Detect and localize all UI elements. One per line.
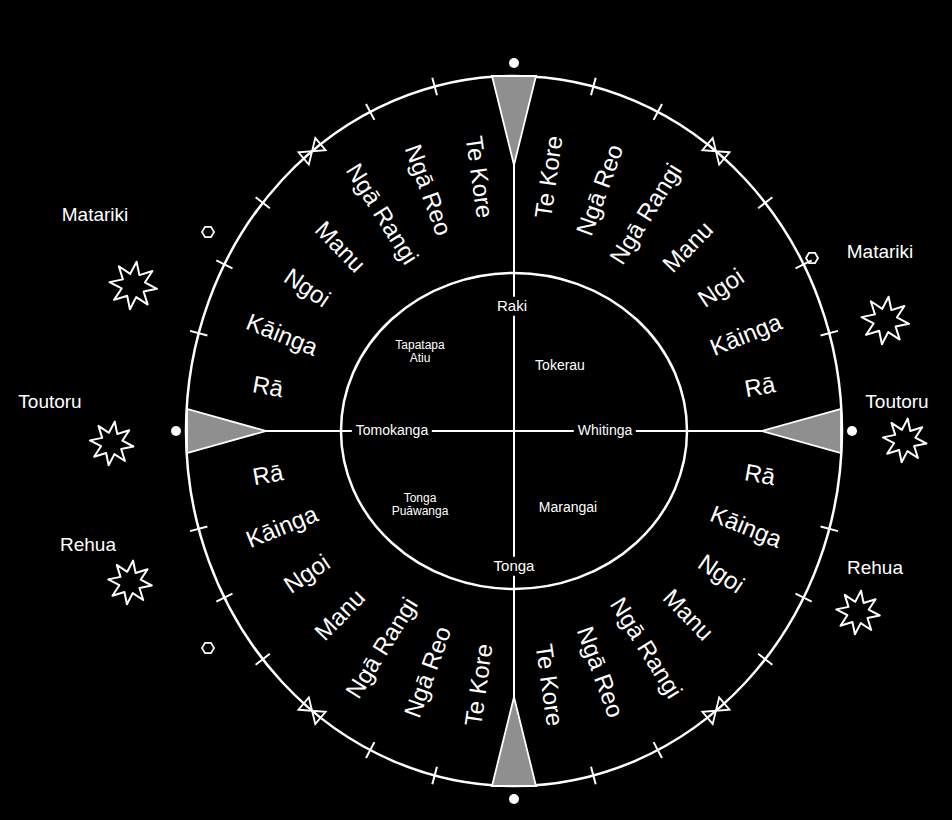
star-name: Rehua xyxy=(847,558,903,579)
house-name: Ngā Reo xyxy=(400,623,457,721)
house-tick xyxy=(796,260,812,268)
bowtie-mark xyxy=(298,698,325,724)
compass-dot xyxy=(171,426,181,436)
east-west-line xyxy=(186,430,842,432)
star-marker: Toutoru xyxy=(865,392,930,465)
direction-label: Tokerau xyxy=(531,357,589,374)
house-name: Kāinga xyxy=(243,501,322,553)
house-name: Ngoi xyxy=(279,549,335,598)
outer-ring-ellipse xyxy=(186,76,842,786)
house-tick xyxy=(366,104,374,120)
house-tick xyxy=(190,331,207,336)
direction-label: Raki xyxy=(493,297,531,316)
bowtie-mark xyxy=(298,138,325,164)
house-name: Te Kore xyxy=(530,135,568,221)
cardinal-wedge xyxy=(492,76,536,165)
house-tick xyxy=(366,742,374,758)
star-symbol xyxy=(836,590,880,634)
star-symbol xyxy=(108,560,152,604)
house-name: Rā xyxy=(250,460,285,491)
star-symbol xyxy=(109,261,157,309)
star-marker: Matariki xyxy=(62,205,160,312)
house-name: Ngā Reo xyxy=(400,141,457,239)
house-name: Ngā Reo xyxy=(571,141,628,239)
house-tick xyxy=(432,78,437,95)
house-name: Te Kore xyxy=(460,642,498,728)
house-name: Manu xyxy=(310,584,371,646)
house-tick xyxy=(821,331,838,336)
house-tick xyxy=(821,527,838,532)
house-name: Ngoi xyxy=(693,263,749,312)
inner-circle-ellipse xyxy=(341,273,687,589)
house-name: Manu xyxy=(657,584,718,646)
house-tick xyxy=(256,197,270,208)
cardinal-wedge xyxy=(762,409,841,453)
house-tick xyxy=(591,78,596,95)
star-symbol xyxy=(883,418,927,462)
house-tick xyxy=(432,767,437,784)
star-name: Matariki xyxy=(847,242,914,263)
compass-dot xyxy=(509,794,519,804)
house-name: Kāinga xyxy=(706,501,785,553)
house-tick xyxy=(654,104,662,120)
house-name: Rā xyxy=(250,371,285,402)
cardinal-wedge xyxy=(492,697,536,786)
outer-ring-outline xyxy=(186,76,842,786)
house-name: Ngā Reo xyxy=(571,623,628,721)
house-name: Rā xyxy=(743,460,778,491)
house-tick xyxy=(256,654,270,665)
house-name: Kāinga xyxy=(706,309,785,361)
house-name: Manu xyxy=(310,216,371,278)
direction-label: Tonga xyxy=(490,557,539,576)
house-tick xyxy=(758,197,772,208)
house-tick xyxy=(758,654,772,665)
star-marker: Rehua xyxy=(833,558,903,637)
house-tick xyxy=(216,260,232,268)
house-name: Ngoi xyxy=(693,549,749,598)
inner-circle: RakiTapatapa AtiuTokerauTomokanga Whiting… xyxy=(341,273,687,589)
house-name: Te Kore xyxy=(530,642,568,728)
cardinal-wedge xyxy=(187,409,266,453)
direction-label: Tapatapa Atiu xyxy=(386,338,454,366)
star-marker: Matariki xyxy=(847,242,914,347)
house-name: Kāinga xyxy=(243,309,322,361)
star-symbol xyxy=(861,296,909,344)
house-name: Manu xyxy=(657,216,718,278)
star-marker: Toutoru xyxy=(18,392,137,468)
outer-ring: Te KoreNgā ReoNgā RangiManuNgoiKāingaRāT… xyxy=(186,76,842,786)
star-name: Toutoru xyxy=(18,392,81,413)
ring-decor xyxy=(187,76,841,786)
star-name: Rehua xyxy=(60,535,116,556)
direction-label: Marangai xyxy=(535,499,601,516)
star-name: Matariki xyxy=(62,205,129,226)
small-marker xyxy=(202,643,214,653)
house-name: Ngoi xyxy=(279,263,335,312)
house-name: Te Kore xyxy=(460,135,498,221)
house-tick xyxy=(654,742,662,758)
house-tick xyxy=(591,767,596,784)
compass-dot xyxy=(847,426,857,436)
direction-label: Tonga Puāwanga xyxy=(384,491,456,519)
house-name: Rā xyxy=(743,371,778,402)
compass-dot xyxy=(509,58,519,68)
house-tick xyxy=(796,594,812,602)
house-tick xyxy=(216,594,232,602)
bowtie-mark xyxy=(702,138,729,164)
star-symbol xyxy=(90,421,134,465)
small-marker xyxy=(202,227,214,237)
direction-label: Whitinga xyxy=(574,422,636,439)
house-tick xyxy=(190,527,207,532)
star-name: Toutoru xyxy=(865,392,928,413)
bowtie-mark xyxy=(702,698,729,724)
direction-label: Tomokanga xyxy=(352,422,432,439)
star-marker: Rehua xyxy=(60,535,155,607)
